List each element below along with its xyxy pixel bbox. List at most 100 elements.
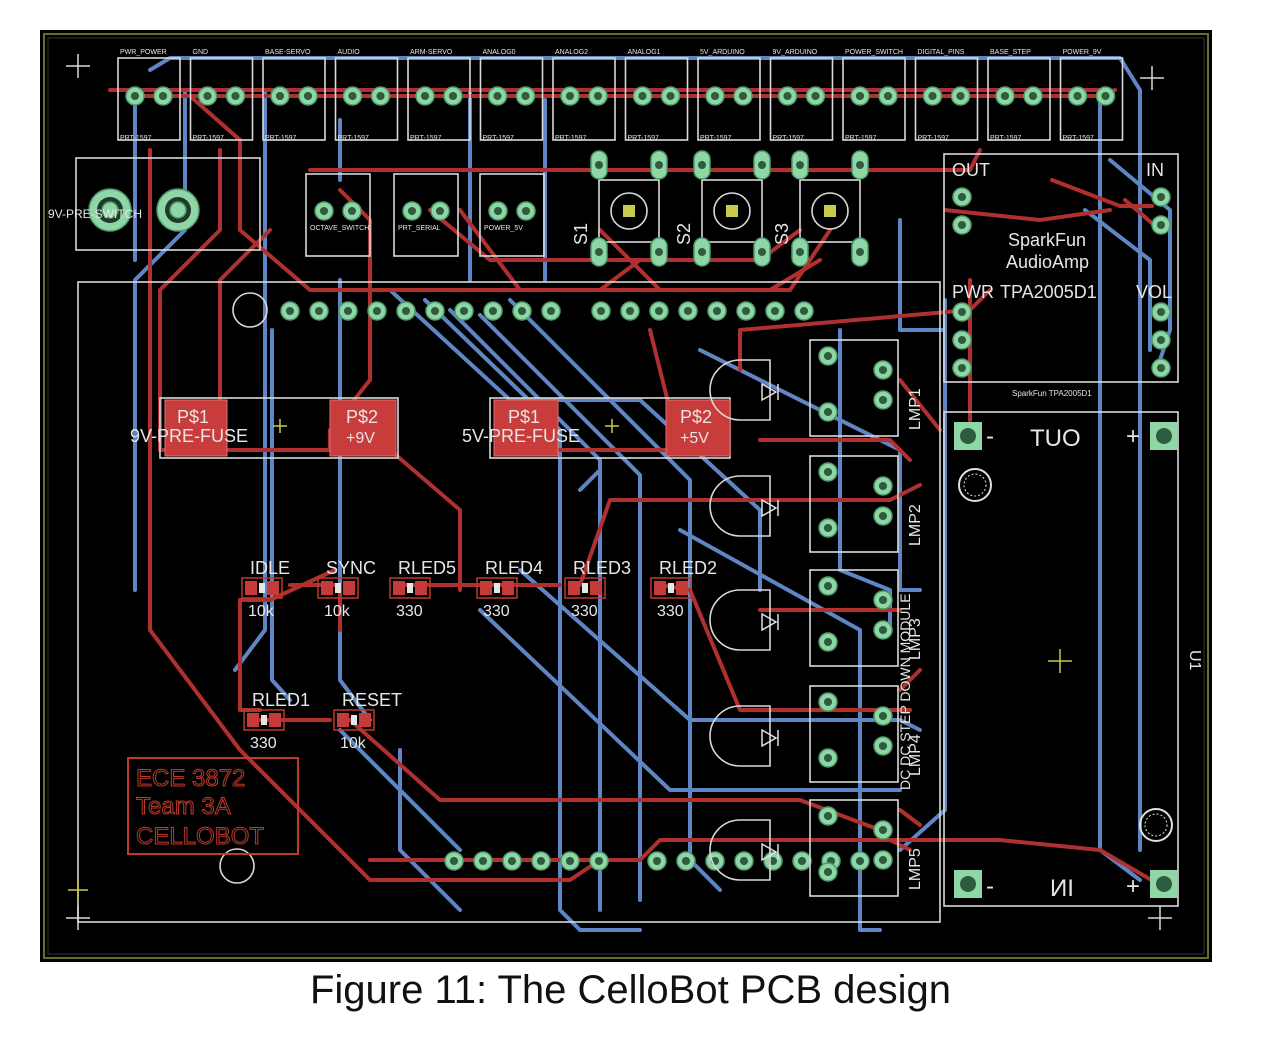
dcdc-in-minus: -: [986, 873, 994, 900]
led-label: LMP4: [907, 734, 924, 776]
switch-header: PRT_SERIAL: [393, 173, 459, 257]
fuse9-name: 9V-PRE-FUSE: [130, 426, 248, 446]
header-part-label: PRT-1597: [410, 135, 441, 142]
resistor: RESET 10k: [333, 690, 402, 752]
fuse5-name: 5V-PRE-FUSE: [462, 426, 580, 446]
header-part-label: PRT-1597: [700, 135, 731, 142]
header-label: ANALOG1: [628, 49, 661, 56]
header-connector: GND PRT-1597: [189, 49, 254, 142]
resistor-name: RLED5: [398, 558, 456, 578]
resistor-value: 10k: [324, 603, 351, 620]
led-label: LMP2: [907, 504, 924, 546]
resistor-name: RESET: [342, 690, 402, 710]
switch-headers: OCTAVE_SWITCH PRT_SERIAL POWER_5V: [305, 173, 545, 257]
header-connector: BASE_STEP PRT-1597: [987, 49, 1051, 142]
dcdc-module-label: DC DC STEP DOWN MODULE: [897, 593, 913, 790]
dcdc-out-label: TUO: [1030, 425, 1081, 452]
led-label: LMP3: [907, 618, 924, 660]
bottom-copper-traces: [133, 56, 1172, 932]
fuse9-p1: P$1: [177, 407, 209, 427]
resistor-value: 330: [571, 603, 598, 620]
header-connector: ARM-SERVO PRT-1597: [407, 49, 471, 142]
led-label: LMP5: [907, 848, 924, 890]
header-part-label: PRT-1597: [120, 135, 151, 142]
9v-pre-switch-connector: 9V-PRE-SWITCH: [48, 157, 261, 251]
origin-cross: [68, 880, 88, 900]
switch-header: OCTAVE_SWITCH: [305, 173, 371, 257]
switch-header: POWER_5V: [479, 173, 545, 257]
header-label: BASE_STEP: [990, 49, 1031, 56]
fuse-5v: P$1 P$2 5V-PRE-FUSE +5V: [462, 397, 731, 459]
led-module: LMP5: [709, 799, 924, 897]
led-module: LMP3: [709, 569, 924, 667]
header-label: 9V_ARDUINO: [773, 49, 818, 56]
header-connector: 9V_ARDUINO PRT-1597: [769, 49, 834, 142]
header-label: BASE-SERVO: [265, 49, 311, 56]
header-part-label: PRT-1597: [990, 135, 1021, 142]
header-label: ANALOG2: [555, 49, 588, 56]
header-part-label: PRT-1597: [1063, 135, 1094, 142]
resistor: RLED5 330: [389, 558, 456, 620]
resistor-value: 330: [657, 603, 684, 620]
9v-pre-switch-label: 9V-PRE-SWITCH: [48, 207, 142, 221]
arduino-outline: [77, 281, 941, 923]
figure-caption: Figure 11: The CelloBot PCB design: [309, 968, 952, 1012]
led-module: LMP2: [709, 455, 924, 553]
amp-small-label: SparkFun TPA2005D1: [1012, 389, 1092, 398]
dcdc-in-label: ИI: [1050, 875, 1074, 902]
switch-header-label: POWER_5V: [484, 225, 523, 232]
header-part-label: PRT-1597: [193, 135, 224, 142]
resistor-value: 10k: [248, 603, 275, 620]
sparkfun-audio-amp: OUT IN SparkFun AudioAmp PWR TPA2005D1 V…: [943, 153, 1179, 398]
dcdc-step-down-module: - + - + TUO ИI U1 DC DC STEP DOWN MODULE: [897, 411, 1203, 907]
led-module: LMP4: [709, 685, 924, 783]
dcdc-out-minus: -: [986, 423, 994, 450]
header-label: AUDIO: [338, 49, 361, 56]
header-part-label: PRT-1597: [555, 135, 586, 142]
resistor-name: RLED4: [485, 558, 543, 578]
amp-out-label: OUT: [952, 160, 990, 180]
resistor-name: RLED2: [659, 558, 717, 578]
led-label: LMP1: [907, 388, 924, 430]
dcdc-in-plus: +: [1126, 873, 1140, 900]
header-part-label: PRT-1597: [918, 135, 949, 142]
resistor-value: 330: [396, 603, 423, 620]
header-label: POWER_SWITCH: [845, 49, 903, 56]
switch-header-label: PRT_SERIAL: [398, 225, 441, 232]
led-module: LMP1: [709, 339, 924, 437]
resistor-name: RLED1: [252, 690, 310, 710]
header-label: GND: [193, 49, 209, 56]
resistor: RLED2 330: [650, 558, 717, 620]
resistors: IDLE10kSYNC10kRLED5330RLED4330RLED3330RL…: [241, 558, 717, 752]
switch-label: S1: [571, 223, 591, 245]
team-line-2: Team 3A: [136, 793, 231, 820]
header-connector: POWER_9V PRT-1597: [1059, 49, 1124, 142]
fuse9-v: +9V: [346, 430, 375, 447]
fuse5-p1: P$1: [508, 407, 540, 427]
resistor-value: 10k: [340, 735, 367, 752]
header-part-label: PRT-1597: [483, 135, 514, 142]
header-part-label: PRT-1597: [773, 135, 804, 142]
header-label: ARM-SERVO: [410, 49, 453, 56]
arduino-header-rows: [280, 301, 870, 871]
team-line-3: CELLOBOT: [136, 823, 264, 850]
header-label: POWER_9V: [1063, 49, 1102, 56]
board-outline: [43, 33, 1209, 959]
fuse-9v: P$1 P$2 9V-PRE-FUSE +9V: [130, 397, 399, 459]
header-label: ANALOG0: [483, 49, 516, 56]
header-label: DIGITAL_PINS: [918, 49, 965, 56]
